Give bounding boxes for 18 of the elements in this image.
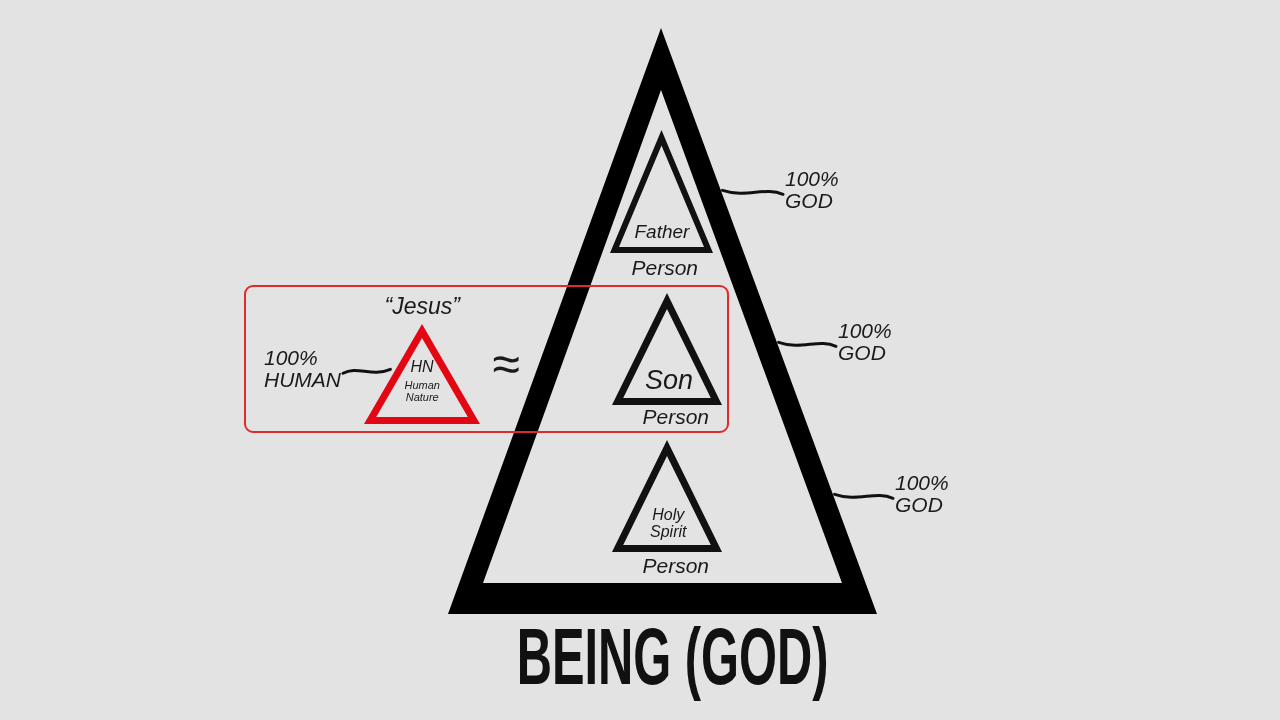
approximately-equal-sign: ≈ <box>492 338 520 391</box>
percentage-note: 100% GOD <box>838 320 892 365</box>
triangle-label: Holy Spirit <box>650 507 687 541</box>
tilde-leader-line <box>341 367 392 375</box>
triangle-label: Father <box>634 222 690 242</box>
tilde-leader-line <box>721 188 785 196</box>
percentage-note: 100% GOD <box>785 168 839 213</box>
triangle-label: HN <box>410 359 434 376</box>
caption-text: Person <box>642 406 710 429</box>
tilde-leader-line <box>777 340 838 348</box>
triangle-label: Human Nature <box>404 380 440 404</box>
name-label: “Jesus” <box>384 294 460 319</box>
percentage-note: 100% HUMAN <box>264 347 341 392</box>
triangle-label: Son <box>645 366 694 395</box>
tilde-leader-line <box>833 492 895 500</box>
percentage-note: 100% GOD <box>895 472 949 517</box>
caption-text: Person <box>642 555 710 578</box>
caption-text: Person <box>631 257 699 280</box>
